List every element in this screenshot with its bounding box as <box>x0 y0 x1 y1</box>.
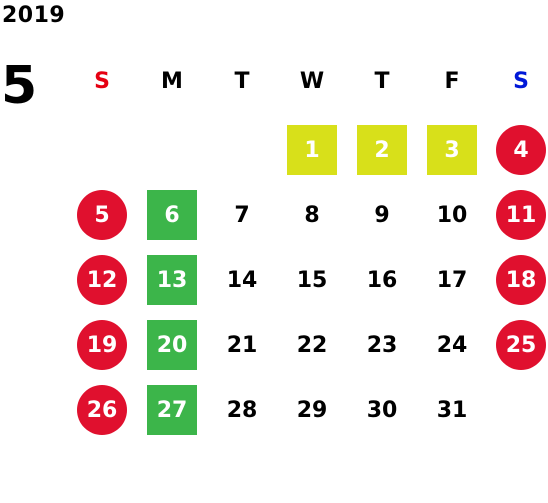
calendar-day-24[interactable]: 24 <box>436 332 468 358</box>
calendar-day-20[interactable]: 20 <box>147 320 197 370</box>
calendar-day-9[interactable]: 9 <box>374 202 390 228</box>
calendar-day-25[interactable]: 25 <box>496 320 546 370</box>
calendar-day-22[interactable]: 22 <box>296 332 328 358</box>
calendar-day-23[interactable]: 23 <box>366 332 398 358</box>
calendar-day-18[interactable]: 18 <box>496 255 546 305</box>
calendar-year: 2019 <box>2 3 66 28</box>
calendar-day-8[interactable]: 8 <box>304 202 320 228</box>
calendar-day-21[interactable]: 21 <box>226 332 258 358</box>
weekday-monday: M <box>161 68 183 94</box>
calendar-day-13[interactable]: 13 <box>147 255 197 305</box>
calendar-day-17[interactable]: 17 <box>436 267 468 293</box>
calendar-day-6[interactable]: 6 <box>147 190 197 240</box>
calendar-day-27[interactable]: 27 <box>147 385 197 435</box>
calendar-day-5[interactable]: 5 <box>77 190 127 240</box>
calendar-day-26[interactable]: 26 <box>77 385 127 435</box>
calendar-day-7[interactable]: 7 <box>234 202 250 228</box>
calendar-day-3[interactable]: 3 <box>427 125 477 175</box>
calendar-day-11[interactable]: 11 <box>496 190 546 240</box>
calendar-day-15[interactable]: 15 <box>296 267 328 293</box>
calendar-day-19[interactable]: 19 <box>77 320 127 370</box>
calendar-day-1[interactable]: 1 <box>287 125 337 175</box>
weekday-wednesday: W <box>299 68 325 94</box>
calendar-day-28[interactable]: 28 <box>226 397 258 423</box>
calendar-month: 5 <box>1 56 38 116</box>
weekday-saturday: S <box>513 68 529 94</box>
calendar-day-2[interactable]: 2 <box>357 125 407 175</box>
weekday-friday: F <box>444 68 460 94</box>
calendar-day-10[interactable]: 10 <box>436 202 468 228</box>
calendar-day-12[interactable]: 12 <box>77 255 127 305</box>
calendar-day-29[interactable]: 29 <box>296 397 328 423</box>
weekday-sunday: S <box>94 68 110 94</box>
calendar-day-14[interactable]: 14 <box>226 267 258 293</box>
weekday-tuesday: T <box>234 68 250 94</box>
calendar-day-4[interactable]: 4 <box>496 125 546 175</box>
calendar-day-30[interactable]: 30 <box>366 397 398 423</box>
calendar-day-16[interactable]: 16 <box>366 267 398 293</box>
weekday-thursday: T <box>374 68 390 94</box>
calendar-day-31[interactable]: 31 <box>436 397 468 423</box>
